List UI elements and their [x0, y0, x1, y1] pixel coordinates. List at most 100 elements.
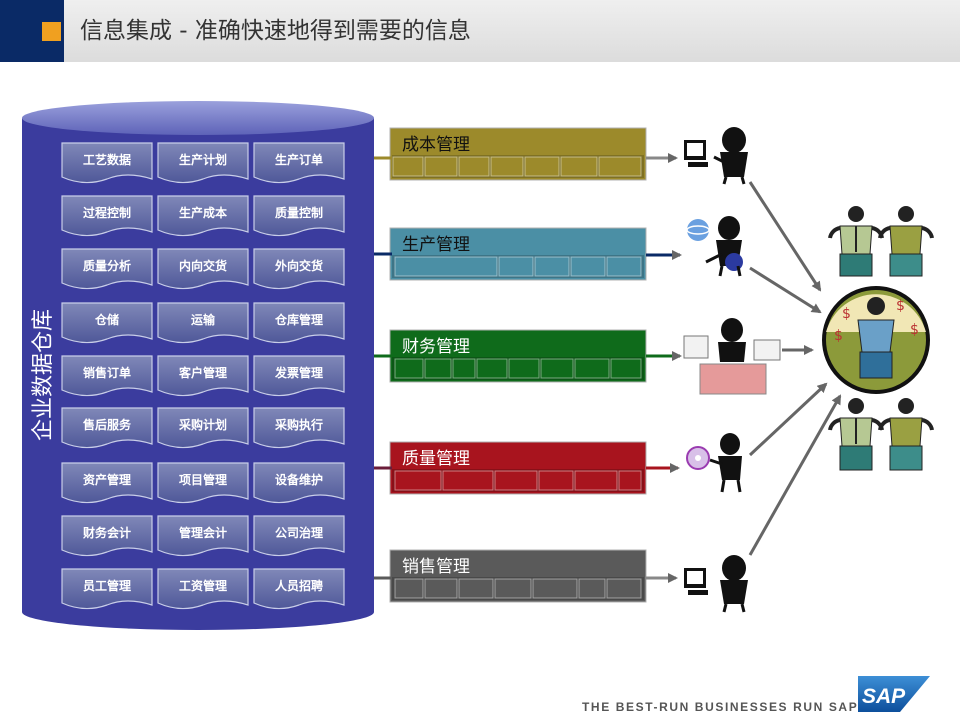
- warehouse-cell-shape: [61, 407, 153, 449]
- warehouse-cell-label: 人员招聘: [275, 578, 323, 593]
- warehouse-cell-shape: [253, 302, 345, 344]
- warehouse-cell-label: 管理会计: [179, 525, 227, 540]
- warehouse-cell-shape: [61, 248, 153, 290]
- worker-computer-icon-2: [684, 555, 748, 613]
- exec-arrow-2: [749, 266, 822, 314]
- warehouse-cell-label: 资产管理: [83, 472, 131, 487]
- warehouse-cell-label: 财务会计: [82, 525, 131, 540]
- warehouse-cell-shape: [61, 142, 153, 184]
- warehouse-cell-shape: [253, 142, 345, 184]
- module-bar-segment: [606, 256, 642, 277]
- warehouse-cell-label: 质量分析: [83, 258, 131, 273]
- warehouse-cell-label: 生产计划: [179, 152, 227, 167]
- module-bar-segment: [508, 358, 540, 379]
- module-bar-segment: [618, 470, 642, 491]
- worker-cd-icon: [686, 433, 742, 493]
- warehouse-cell-shape: [61, 302, 153, 344]
- warehouse-cell-label: 仓库管理: [274, 312, 323, 327]
- module-bar-segment: [442, 470, 494, 491]
- warehouse-cell: 销售订单: [61, 355, 153, 397]
- module-bar-segment: [578, 578, 606, 599]
- warehouse-cell-shape: [61, 195, 153, 237]
- module-bar-label: 成本管理: [402, 135, 470, 155]
- warehouse-cell-label: 外向交货: [275, 258, 323, 273]
- module-bar-segment: [494, 470, 538, 491]
- warehouse-cell-label: 售后服务: [83, 417, 132, 432]
- module-bar-segment: [560, 156, 598, 177]
- svg-text:$: $: [834, 328, 843, 344]
- warehouse-cell-shape: [61, 462, 153, 504]
- warehouse-cell: 人员招聘: [253, 568, 345, 610]
- manager-icon-bottom-right: [878, 398, 934, 471]
- warehouse-cell-shape: [253, 248, 345, 290]
- worker-globe-icon: [686, 216, 743, 277]
- sap-logo-text: SAP: [862, 685, 906, 708]
- module-bar-segment: [476, 358, 508, 379]
- warehouse-cell-shape: [157, 302, 249, 344]
- manager-icon-top-left: [828, 206, 884, 277]
- module-bar-segment: [424, 156, 458, 177]
- warehouse-cell: 质量控制: [253, 195, 345, 237]
- warehouse-cell: 仓储: [61, 302, 153, 344]
- module-bar-segment: [524, 156, 560, 177]
- warehouse-cell-label: 采购执行: [274, 417, 323, 432]
- executive-arrows: [748, 181, 842, 556]
- ceo-money-icon: $ $ $ $: [822, 286, 930, 394]
- warehouse-cell-shape: [253, 515, 345, 557]
- module-bar-segment: [574, 358, 610, 379]
- header-square-icon: [42, 22, 61, 41]
- module-bar-segment: [394, 256, 498, 277]
- warehouse-cell-label: 过程控制: [83, 205, 131, 220]
- warehouse-cell: 工资管理: [157, 568, 249, 610]
- module-bar-segment: [532, 578, 578, 599]
- warehouse-cell: 发票管理: [253, 355, 345, 397]
- module-bar-segment: [452, 358, 476, 379]
- warehouse-cell-shape: [253, 195, 345, 237]
- module-bar-segment: [458, 156, 490, 177]
- warehouse-cell: 资产管理: [61, 462, 153, 504]
- exec-arrow-1: [748, 181, 822, 292]
- warehouse-cell: 生产订单: [253, 142, 345, 184]
- warehouse-cell-shape: [157, 142, 249, 184]
- warehouse-cell: 质量分析: [61, 248, 153, 290]
- data-warehouse: 企业数据仓库 工艺数据生产计划生产订单过程控制生产成本质量控制质量分析内向交货外…: [22, 101, 374, 630]
- module-bar: 销售管理: [389, 549, 647, 603]
- module-bar-segment: [610, 358, 642, 379]
- warehouse-cell: 售后服务: [61, 407, 153, 449]
- header-background: [0, 0, 960, 62]
- warehouse-cell-shape: [157, 462, 249, 504]
- module-bar: 质量管理: [389, 441, 647, 495]
- worker-computer-icon: [684, 127, 748, 185]
- warehouse-cell-shape: [253, 568, 345, 610]
- warehouse-cell: 生产计划: [157, 142, 249, 184]
- manager-icon-top-right: [878, 206, 934, 277]
- module-bar-segment: [570, 256, 606, 277]
- warehouse-cell-label: 设备维护: [275, 472, 323, 487]
- warehouse-top: [22, 101, 374, 135]
- warehouse-cell-shape: [61, 568, 153, 610]
- module-bar-label: 销售管理: [402, 557, 470, 577]
- warehouse-cell-label: 运输: [191, 312, 216, 327]
- warehouse-cell-shape: [253, 355, 345, 397]
- warehouse-cell-label: 质量控制: [275, 205, 323, 220]
- module-bar-segment: [394, 358, 424, 379]
- header: 信息集成 - 准确快速地得到需要的信息: [0, 0, 960, 62]
- module-bar-segment: [498, 256, 534, 277]
- module-bar-segment: [534, 256, 570, 277]
- warehouse-cell-label: 内向交货: [179, 258, 227, 273]
- warehouse-cell-label: 公司治理: [275, 525, 323, 540]
- warehouse-cell: 管理会计: [157, 515, 249, 557]
- module-bar: 成本管理: [389, 127, 647, 181]
- warehouse-cell-shape: [157, 568, 249, 610]
- warehouse-cell-shape: [157, 515, 249, 557]
- warehouse-cell-shape: [157, 195, 249, 237]
- module-arrows: [646, 153, 682, 583]
- module-bar-segment: [458, 578, 494, 599]
- exec-arrow-5: [748, 394, 842, 556]
- warehouse-cell: 公司治理: [253, 515, 345, 557]
- module-bar-label: 财务管理: [402, 337, 470, 357]
- warehouse-cell: 外向交货: [253, 248, 345, 290]
- svg-text:$: $: [842, 306, 851, 322]
